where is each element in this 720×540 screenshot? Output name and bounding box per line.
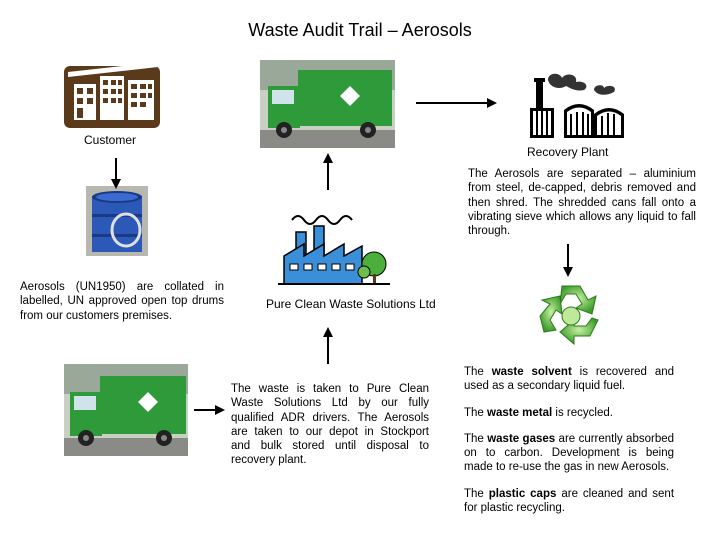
drum-icon	[86, 186, 148, 256]
result-gases: The waste gases are currently absorbed o…	[464, 432, 675, 474]
factory-icon	[278, 206, 390, 286]
result-caps: The plastic caps are cleaned and sent fo…	[464, 487, 675, 515]
truck-icon	[260, 60, 395, 148]
recovery-plant-icon	[530, 70, 625, 138]
result-metal: The waste metal is recycled.	[464, 406, 613, 419]
pure-clean-label: Pure Clean Waste Solutions Ltd	[266, 297, 436, 311]
truck-icon	[64, 364, 188, 456]
recovery-process-text: The Aerosols are separated – aluminium f…	[468, 168, 696, 238]
page-title: Waste Audit Trail – Aerosols	[248, 20, 472, 40]
collation-text: Aerosols (UN1950) are collated in labell…	[20, 281, 224, 322]
results-text: The waste solvent is recovered and used …	[464, 365, 674, 527]
customer-building-icon	[62, 58, 162, 130]
recovery-plant-label: Recovery Plant	[527, 145, 609, 159]
transport-text: The waste is taken to Pure Clean Waste S…	[231, 383, 429, 467]
recycle-icon	[536, 280, 606, 352]
result-solvent: The waste solvent is recovered and used …	[464, 366, 675, 393]
customer-label: Customer	[84, 133, 137, 147]
